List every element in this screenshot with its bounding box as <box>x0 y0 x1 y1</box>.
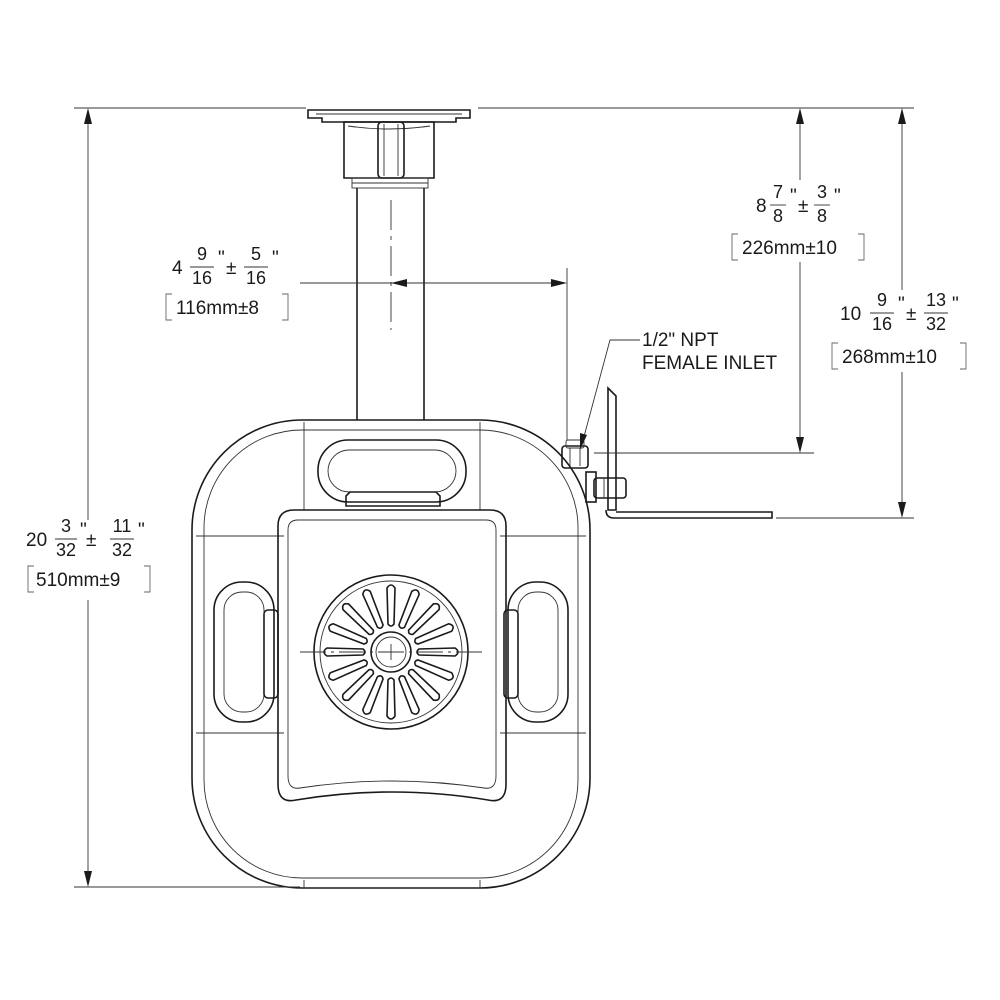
housing-outer <box>191 419 591 889</box>
housing <box>191 419 591 889</box>
inlet-height-num: 7 <box>773 182 783 202</box>
inlet-callout: 1/2" NPT FEMALE INLET <box>642 330 778 374</box>
overall-height-inch: " <box>80 520 87 541</box>
top-handle <box>317 439 467 503</box>
spray-slot <box>361 675 384 715</box>
spray-slot <box>407 602 441 636</box>
arm-offset-den: 16 <box>192 268 212 288</box>
inlet-height-inch: " <box>790 186 797 207</box>
bracket-height-metric: 268mm±10 <box>842 347 937 368</box>
arm-offset-inch-2: " <box>272 248 279 269</box>
overall-height-tol-den: 32 <box>112 540 132 560</box>
arm-offset-inch: " <box>218 248 225 269</box>
dim-inlet-height: 8 7 8 " ± 3 8 " 226mm±10 <box>742 182 841 259</box>
overall-height-num: 3 <box>61 516 71 536</box>
arm-offset-metric: 116mm±8 <box>176 298 259 319</box>
spray-slot <box>361 589 384 629</box>
inlet-height-tol-num: 3 <box>817 182 827 202</box>
housing-inner <box>203 429 579 879</box>
dim-arm-offset: 4 9 16 " ± 5 16 " 116mm±8 <box>172 244 279 319</box>
metric-brackets <box>27 233 967 593</box>
inlet-height-den: 8 <box>773 206 783 226</box>
arm-offset-tol-den: 16 <box>246 268 266 288</box>
dim-overall-height: 20 3 32 " ± 11 32 " 510mm±9 <box>26 516 145 591</box>
inlet-callout-line2: FEMALE INLET <box>642 353 778 374</box>
spray-slot <box>328 659 368 682</box>
arm-offset-pm: ± <box>226 258 236 279</box>
overall-height-inch-2: " <box>138 520 145 541</box>
arm-offset-whole: 4 <box>172 258 183 279</box>
overall-height-metric: 510mm±9 <box>36 570 120 591</box>
inlet-height-metric: 226mm±10 <box>742 238 837 259</box>
overall-height-whole: 20 <box>26 530 47 551</box>
mount-flange <box>307 109 471 123</box>
inlet-height-tol-den: 8 <box>817 206 827 226</box>
bracket-height-inch: " <box>898 294 905 315</box>
spray-slot <box>341 602 375 636</box>
spray-slot <box>414 659 454 682</box>
inlet-callout-line1: 1/2" NPT <box>642 330 719 351</box>
inlet-height-pm: ± <box>798 196 808 217</box>
bracket-height-num: 9 <box>877 290 887 310</box>
wall-bracket <box>605 386 773 519</box>
overall-height-den: 32 <box>56 540 76 560</box>
spray-slot <box>398 589 421 629</box>
dimension-lines <box>74 107 914 888</box>
bracket-height-inch-2: " <box>952 294 959 315</box>
bracket-height-den: 16 <box>872 314 892 334</box>
front-panel <box>277 509 507 802</box>
spray-slot <box>407 668 441 702</box>
bracket-height-whole: 10 <box>840 304 861 325</box>
left-handle <box>213 581 275 723</box>
spray-slot <box>416 647 459 657</box>
right-handle <box>507 581 569 723</box>
overall-height-pm: ± <box>86 530 96 551</box>
inlet-height-inch-2: " <box>834 186 841 207</box>
bracket-height-tol-den: 32 <box>926 314 946 334</box>
spray-slot <box>414 622 454 645</box>
spray-slot <box>323 647 366 657</box>
mount-collar <box>343 121 435 179</box>
inlet-height-whole: 8 <box>756 196 767 217</box>
spray-slot <box>386 584 396 627</box>
bracket-height-pm: ± <box>906 304 916 325</box>
overall-height-tol-num: 11 <box>113 516 132 536</box>
bracket-height-tol-num: 13 <box>926 290 946 310</box>
arm-offset-num: 9 <box>197 244 207 264</box>
spray-head <box>300 574 482 730</box>
arm-offset-tol-num: 5 <box>251 244 261 264</box>
spray-slot <box>398 675 421 715</box>
ceiling-mount <box>307 109 471 189</box>
spray-slot <box>386 677 396 720</box>
drop-pipe <box>356 188 425 420</box>
dim-bracket-height: 10 9 16 " ± 13 32 " 268mm±10 <box>840 290 959 368</box>
spray-slot <box>328 622 368 645</box>
spray-slot <box>341 668 375 702</box>
